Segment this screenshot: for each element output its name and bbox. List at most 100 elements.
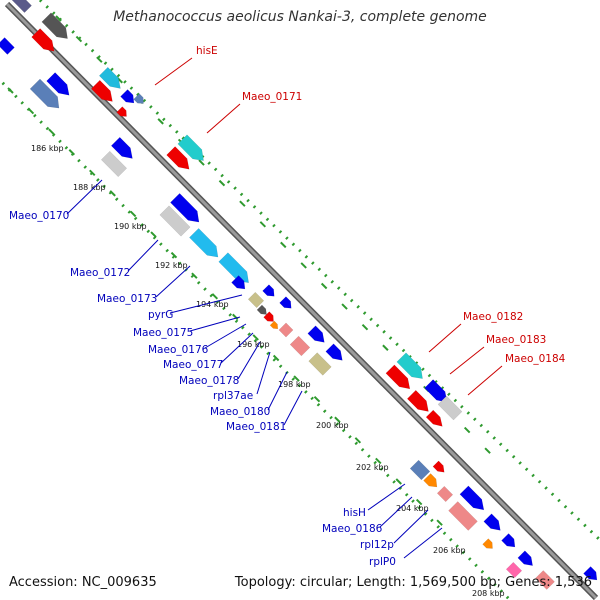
tick-label-202: 202 kbp [356,463,389,472]
outer-tick [320,282,328,290]
gene-blue-edge-2[interactable] [583,566,598,581]
gene-maeo-0175[interactable] [256,304,267,315]
outer-tick [382,344,389,351]
callout-maeo-0177 [220,332,254,364]
gene-blue-small-3[interactable] [262,284,275,297]
gene-label-maeo-0172[interactable]: Maeo_0172 [70,267,130,279]
genome-backbone-highlight [5,2,598,600]
gene-blue-0172[interactable] [170,193,200,223]
gene-cyan-0173b[interactable] [218,252,249,284]
gene-maeo-0178[interactable] [278,322,294,338]
gene-maeo-0171-cyan[interactable] [177,134,204,161]
gene-magenta-bottom[interactable] [505,561,523,579]
gene-maeo-0171[interactable] [166,146,190,170]
gene-navy-top[interactable] [10,0,32,13]
gene-red-small-2[interactable] [425,409,443,427]
gene-label-maeo-0176[interactable]: Maeo_0176 [148,344,209,356]
outer-tick [218,179,226,187]
outer-tick [361,323,369,331]
inner-tick [129,210,137,218]
gene-maeo-0186-orange[interactable] [423,473,438,488]
gene-steel-small[interactable] [133,93,144,104]
inner-tick [395,478,402,485]
gene-cyan-his[interactable] [98,66,121,89]
inner-tick [170,251,178,259]
gene-maeo-0182-red[interactable] [385,364,411,390]
gene-blue-mid[interactable] [110,136,133,159]
outer-forward-guide [38,0,600,542]
gene-red-small-3[interactable] [432,460,445,473]
gene-label-rpl37ae[interactable]: rpl37ae [213,390,253,402]
gene-label-maeo-0186[interactable]: Maeo_0186 [322,523,383,535]
outer-tick [55,15,62,22]
gene-label-rplP0[interactable]: rplP0 [369,556,396,568]
gene-maeo-0173[interactable] [189,228,219,258]
gene-rpl12p[interactable] [448,501,478,531]
gene-steel-left[interactable] [29,78,60,109]
gene-label-maeo-0183[interactable]: Maeo_0183 [486,334,546,346]
gene-label-pyrG[interactable]: pyrG [148,309,173,321]
gene-blue-rpl2[interactable] [483,513,501,531]
gene-pyrG[interactable] [247,291,265,309]
gene-label-hisH[interactable]: hisH [343,507,366,519]
gene-blue-small-4[interactable] [279,296,292,309]
inner-tick [232,313,239,321]
gene-maeo-0176[interactable] [263,311,274,322]
gene-label-maeo-0181[interactable]: Maeo_0181 [226,421,286,433]
gene-red-small[interactable] [116,106,127,117]
gene-blue-small-2[interactable] [231,275,246,290]
inner-tick [313,395,321,403]
gene-rplP0[interactable] [482,538,493,549]
gene-label-rpl12p[interactable]: rpl12p [360,539,394,551]
gene-maeo-0184[interactable] [437,395,463,421]
gene-rpl37ae[interactable] [289,335,311,357]
gene-blue-0181b[interactable] [325,343,343,361]
gene-red-top[interactable] [31,28,55,52]
gene-blue-0180[interactable] [307,325,325,343]
map-title: Methanococcus aeolicus Nankai-3, complet… [113,9,487,25]
gene-pink-bottom[interactable] [535,570,555,590]
gene-blue-edge[interactable] [0,37,15,55]
gene-label-maeo-0170[interactable]: Maeo_0170 [9,210,69,222]
callout-maeo-0180 [267,371,288,411]
gene-label-maeo-0173[interactable]: Maeo_0173 [97,293,157,305]
gene-hisE[interactable] [90,79,113,102]
tick-label-196: 196 kbp [237,340,270,349]
inner-tick [334,416,341,423]
gene-grey-top[interactable] [41,12,68,39]
reverse-gene-labels: Maeo_0170 Maeo_0172 Maeo_0173 pyrG Maeo_… [9,210,396,568]
callout-rpl37ae [256,351,271,395]
gene-label-maeo-0178[interactable]: Maeo_0178 [179,375,239,387]
gene-maeo-0186[interactable] [436,485,454,503]
gene-label-maeo-0182[interactable]: Maeo_0182 [463,311,523,323]
inner-tick [252,334,259,341]
gene-blue-rpl3[interactable] [501,533,516,548]
gene-blue-rpl[interactable] [459,485,485,511]
gene-maeo-0180[interactable] [308,352,332,376]
inner-tick [375,457,382,465]
gene-blue-small-1[interactable] [120,89,135,104]
gene-blue-rpl4[interactable] [517,550,533,566]
gene-label-maeo-0177[interactable]: Maeo_0177 [163,359,223,371]
outer-tick [198,159,205,166]
gene-maeo-0170[interactable] [100,150,128,178]
inner-tick [354,437,362,444]
gene-label-maeo-0175[interactable]: Maeo_0175 [133,327,193,339]
gene-maeo-0183-red[interactable] [406,389,429,412]
tick-label-192: 192 kbp [155,261,188,270]
gene-blue-left[interactable] [46,72,70,96]
gene-label-maeo-0184[interactable]: Maeo_0184 [505,353,566,365]
gene-maeo-0177[interactable] [269,320,279,330]
gene-hisH[interactable] [409,459,431,481]
gene-label-hisE[interactable]: hisE [196,45,218,57]
tick-label-200: 200 kbp [316,421,349,430]
gene-label-maeo-0171[interactable]: Maeo_0171 [242,91,302,103]
gene-label-maeo-0180[interactable]: Maeo_0180 [210,406,270,418]
callout-maeo-0171 [206,103,241,134]
tick-label-194: 194 kbp [196,300,229,309]
gene-maeo-0172[interactable] [159,205,191,237]
callout-hisE [154,57,193,86]
gene-maeo-0182[interactable] [396,352,423,379]
